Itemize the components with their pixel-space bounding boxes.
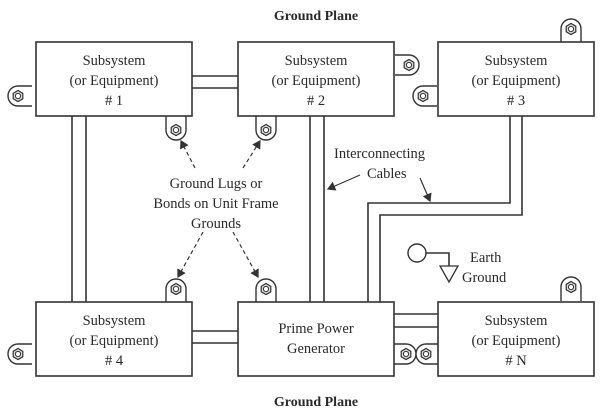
- lugs-label-line1: Ground Lugs or: [170, 176, 263, 192]
- cables-annotation: Interconnecting Cables: [326, 146, 432, 203]
- unit-1-side-lug: [7, 85, 32, 107]
- unit-1-line1: Subsystem: [83, 53, 147, 69]
- cable-generator-n: [394, 313, 438, 328]
- unit-n-line3: # N: [505, 353, 527, 369]
- unit-4[interactable]: Subsystem (or Equipment) # 4: [35, 301, 193, 377]
- ground-lugs-annotation: Ground Lugs or Bonds on Unit Frame Groun…: [153, 139, 279, 279]
- unit-1-line2: (or Equipment): [70, 73, 159, 89]
- unit-n[interactable]: Subsystem (or Equipment) # N: [437, 301, 595, 377]
- dashed-arrow-up-right: [242, 139, 261, 169]
- unit-3[interactable]: Subsystem (or Equipment) # 3: [437, 41, 595, 117]
- unit-2-side-lug: [395, 54, 420, 76]
- dashed-arrow-down-right: [232, 231, 259, 279]
- unit-3-line1: Subsystem: [485, 53, 549, 69]
- cable-1-2: [192, 75, 238, 89]
- unit-4-line2: (or Equipment): [70, 333, 159, 349]
- earth-terminal-icon: [407, 243, 427, 263]
- unit-4-line3: # 4: [105, 353, 124, 369]
- prime-power-generator[interactable]: Prime Power Generator: [237, 301, 395, 377]
- ground-triangle-icon: [438, 265, 460, 284]
- cables-arrow-left: [326, 174, 361, 191]
- unit-3-line2: (or Equipment): [472, 73, 561, 89]
- generator-line2: Generator: [287, 341, 345, 357]
- cable-1-4: [71, 116, 87, 302]
- dashed-arrow-up-left: [180, 139, 196, 169]
- unit-n-top-lug: [560, 276, 582, 301]
- lugs-label-line2: Bonds on Unit Frame: [153, 196, 278, 212]
- generator-top-lug: [255, 278, 277, 303]
- unit-2[interactable]: Subsystem (or Equipment) # 2: [237, 41, 395, 117]
- cables-label-line1: Interconnecting: [334, 146, 425, 162]
- cables-label-line2: Cables: [367, 166, 407, 182]
- generator-side-lug: [392, 343, 417, 365]
- unit-3-side-lug: [412, 85, 437, 107]
- earth-ground-symbol: Earth Ground: [407, 243, 507, 286]
- unit-1[interactable]: Subsystem (or Equipment) # 1: [35, 41, 193, 117]
- lugs-label-line3: Grounds: [191, 216, 241, 232]
- unit-2-line2: (or Equipment): [272, 73, 361, 89]
- unit-3-line3: # 3: [507, 93, 525, 109]
- ground-plane-title-bottom: Ground Plane: [274, 395, 358, 410]
- unit-2-line3: # 2: [307, 93, 325, 109]
- cable-4-generator: [192, 330, 238, 344]
- earth-label-line1: Earth: [470, 250, 502, 266]
- unit-1-line3: # 1: [105, 93, 123, 109]
- unit-n-side-lug: [415, 343, 440, 365]
- unit-4-side-lug: [7, 343, 32, 365]
- unit-4-top-lug: [165, 278, 187, 303]
- unit-1-bottom-lug: [165, 116, 187, 141]
- ground-plane-title-top: Ground Plane: [274, 9, 358, 24]
- cables-arrow-right: [419, 177, 432, 203]
- unit-n-line2: (or Equipment): [472, 333, 561, 349]
- unit-3-top-lug: [560, 18, 582, 43]
- cable-2-generator: [309, 116, 325, 302]
- cable-3-generator: [367, 116, 523, 302]
- generator-line1: Prime Power: [278, 321, 353, 337]
- unit-4-line1: Subsystem: [83, 313, 147, 329]
- unit-2-bottom-lug: [255, 116, 277, 141]
- earth-label-line2: Ground: [462, 270, 507, 286]
- unit-2-line1: Subsystem: [285, 53, 349, 69]
- dashed-arrow-down-left: [177, 231, 204, 279]
- unit-n-line1: Subsystem: [485, 313, 549, 329]
